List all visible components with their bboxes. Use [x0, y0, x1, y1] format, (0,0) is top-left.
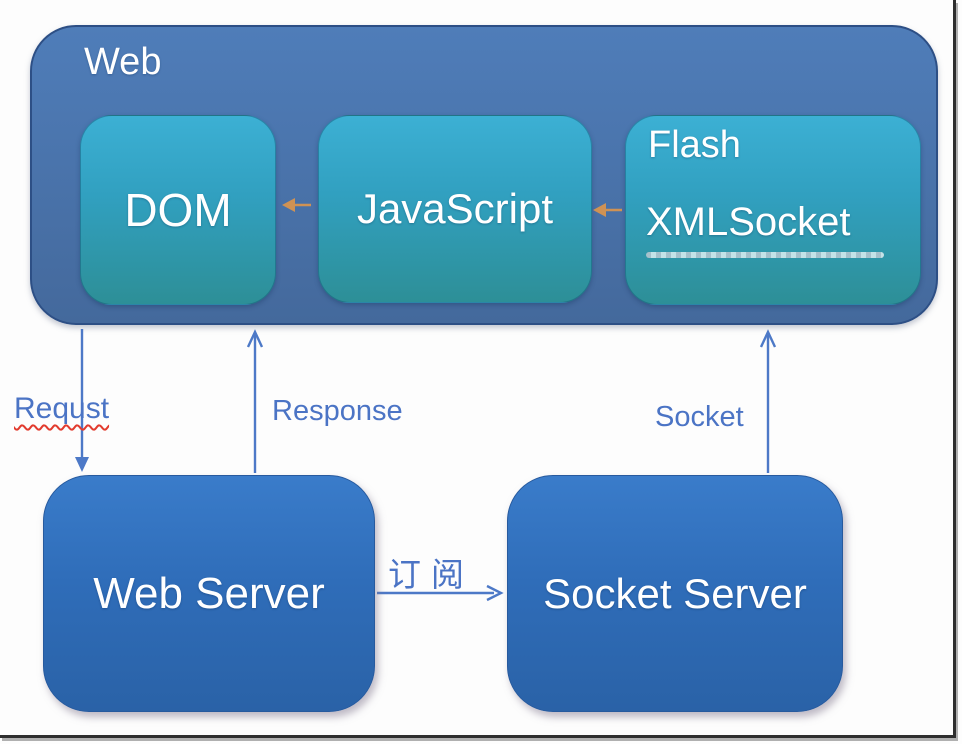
subscribe-edge-label: 订阅 — [388, 556, 474, 593]
socket-arrow — [759, 329, 777, 473]
flash-node-title: Flash — [648, 124, 741, 166]
request-edge-label: Requst — [14, 392, 110, 425]
dom-node: DOM — [80, 115, 276, 305]
web-server-node-label: Web Server — [93, 568, 325, 618]
javascript-node: JavaScript — [318, 115, 592, 303]
javascript-node-label: JavaScript — [356, 185, 554, 232]
response-edge-label: Response — [272, 395, 403, 427]
web-server-node: Web Server — [43, 475, 375, 712]
response-arrow — [246, 329, 264, 473]
dom-node-label: DOM — [124, 184, 232, 236]
web-container: Web DOM JavaScript Flash XMLSocket — [30, 25, 938, 325]
xmlsocket-squiggle-underline — [646, 252, 884, 258]
flash-node-subtitle: XMLSocket — [646, 200, 851, 244]
socket-server-node-label: Socket Server — [543, 569, 807, 617]
socket-edge-label: Socket — [655, 401, 744, 433]
flash-node: Flash XMLSocket — [625, 115, 921, 305]
web-container-title: Web — [84, 41, 162, 83]
socket-server-node: Socket Server — [507, 475, 843, 712]
